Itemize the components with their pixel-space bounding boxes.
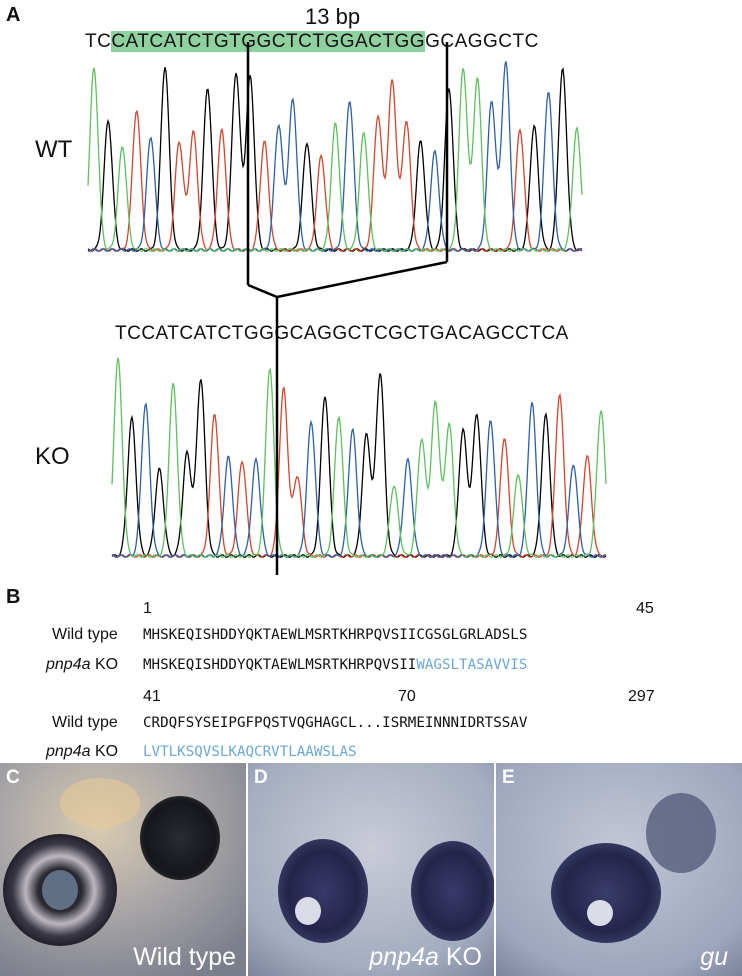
panel-b-letter: B (6, 586, 21, 608)
block1-wt-label: Wild type (52, 626, 118, 643)
panel-a-letter: A (6, 4, 21, 26)
block2-wt-sequence: CRDQFSYSEIPGFPQSTVQGHAGCL...ISRMEINNNIDR… (143, 715, 528, 731)
wt-right-eye (140, 796, 220, 880)
ko-suffix: KO (90, 743, 119, 760)
block1-wt-sequence: MHSKEQISHDDYQKTAEWLMSRTKHRPQVSIICGSGLGRL… (143, 627, 528, 643)
photo-c-caption: Wild type (133, 943, 236, 971)
photo-e-caption: gu (700, 943, 728, 971)
block2-wt-label: Wild type (52, 714, 118, 731)
ko-seq-conserved: MHSKEQISHDDYQKTAEWLMSRTKHRPQVSII (143, 657, 417, 673)
deletion-join-right (276, 260, 448, 299)
ko-right-eye (411, 841, 494, 941)
photo-d-caption: pnp4a KO (369, 943, 482, 972)
ko-label: KO (35, 443, 70, 470)
wt-seq-prefix: TC (85, 31, 112, 52)
trace-line (111, 402, 607, 558)
wt-left-lens (42, 870, 78, 910)
deletion-size-label: 13 bp (305, 4, 361, 29)
gu-left-lens (587, 900, 613, 926)
block1-ko-label: pnp4a KO (46, 656, 118, 674)
chromatogram-figure (87, 42, 607, 575)
trace-line (87, 67, 583, 252)
wt-chromatogram (87, 61, 583, 252)
photo-pnp4a-ko: D pnp4a KO (248, 763, 494, 976)
photo-wild-type: C Wild type (0, 763, 246, 976)
gu-left-eye (551, 843, 661, 943)
ko-sequence: TCCATCATCTGGGCAGGCTCGCTGACAGCCTCA (115, 323, 569, 344)
block2-ko-label: pnp4a KO (46, 743, 118, 761)
trace-line (87, 79, 583, 252)
trace-line (111, 373, 607, 558)
gu-right-eye (646, 793, 716, 873)
ko-suffix: KO (438, 943, 482, 971)
wt-seq-target-3: G (409, 31, 426, 52)
wt-seq-target-1: CATCATCTG (111, 31, 230, 52)
ko-seq-frameshift: WAGSLTASAVVIS (416, 657, 528, 673)
photo-gu: E gu (496, 763, 742, 976)
trace-line (87, 61, 583, 252)
photo-e-letter: E (502, 767, 515, 788)
block1-start-number: 1 (143, 600, 152, 617)
wt-sequence: TCCATCATCTGTGGCTCTGGACTGGGCAGGCTC (85, 31, 539, 53)
block2-mid-number: 70 (398, 688, 416, 705)
block1-end-number: 45 (636, 600, 654, 617)
trace-line (111, 386, 607, 558)
block1-ko-sequence: MHSKEQISHDDYQKTAEWLMSRTKHRPQVSIIWAGSLTAS… (143, 657, 527, 673)
wt-seq-suffix: GCAGGCTC (425, 31, 539, 52)
ko-left-eye (278, 839, 368, 943)
block2-start-number: 41 (143, 688, 161, 705)
ko-chromatogram (111, 357, 607, 558)
photo-c-letter: C (6, 767, 20, 788)
gene-name: pnp4a (369, 943, 439, 971)
gene-name: pnp4a (46, 743, 91, 760)
wt-label: WT (35, 136, 73, 163)
photo-d-letter: D (254, 767, 268, 788)
ko-left-lens (295, 897, 321, 925)
deletion-join-left (247, 283, 278, 299)
block2-ko-sequence: LVTLKSQVSLKAQCRVTLAAWSLAS (143, 744, 357, 760)
trace-line (111, 357, 607, 558)
wt-seq-deleted: TGGCTCTGGACTG (229, 31, 410, 52)
gene-name: pnp4a (46, 656, 91, 673)
ko-suffix: KO (90, 656, 119, 673)
block2-end-number: 297 (628, 688, 655, 705)
